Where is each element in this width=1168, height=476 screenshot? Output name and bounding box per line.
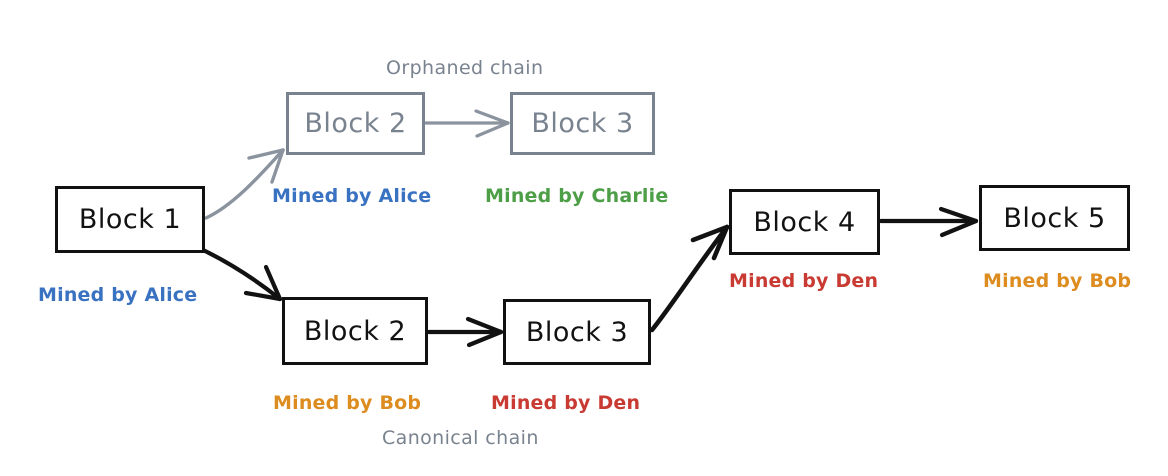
miner-label-orphan-block3: Mined by Charlie	[485, 185, 669, 207]
miner-label-canonical-block2: Mined by Bob	[273, 392, 422, 414]
arrow-block4-to-block5	[878, 206, 979, 238]
block-node-canonical-block3[interactable]: Block 3	[503, 299, 651, 365]
orphaned-chain-caption: Orphaned chain	[386, 57, 544, 79]
block-node-block4[interactable]: Block 4	[729, 189, 880, 255]
block-label: Block 1	[78, 204, 182, 235]
miner-label-block1: Mined by Alice	[38, 284, 198, 306]
arrow-canonical-block3-to-block4	[649, 224, 730, 333]
arrow-block1-to-canonical-block2	[200, 247, 283, 302]
arrow-block1-to-orphan-block2	[204, 148, 285, 220]
block-node-block5[interactable]: Block 5	[979, 185, 1130, 251]
block-label: Block 2	[303, 315, 407, 347]
block-node-canonical-block2[interactable]: Block 2	[282, 297, 428, 365]
block-node-orphan-block3[interactable]: Block 3	[510, 92, 655, 155]
arrow-orphan-block2-to-orphan-block3	[424, 109, 510, 138]
miner-label-block5: Mined by Bob	[983, 270, 1132, 292]
miner-label-canonical-block3: Mined by Den	[491, 392, 641, 414]
canonical-chain-caption: Canonical chain	[382, 427, 539, 449]
miner-label-orphan-block2: Mined by Alice	[272, 185, 432, 207]
block-label: Block 5	[1003, 202, 1106, 234]
block-label: Block 3	[525, 316, 629, 348]
arrow-canonical-block2-to-canonical-block3	[426, 316, 504, 348]
block-label: Block 4	[753, 206, 856, 238]
block-label: Block 2	[304, 108, 407, 139]
block-node-block1[interactable]: Block 1	[55, 186, 205, 253]
miner-label-block4: Mined by Den	[729, 270, 879, 292]
block-node-orphan-block2[interactable]: Block 2	[286, 92, 425, 155]
block-label: Block 3	[531, 108, 634, 139]
